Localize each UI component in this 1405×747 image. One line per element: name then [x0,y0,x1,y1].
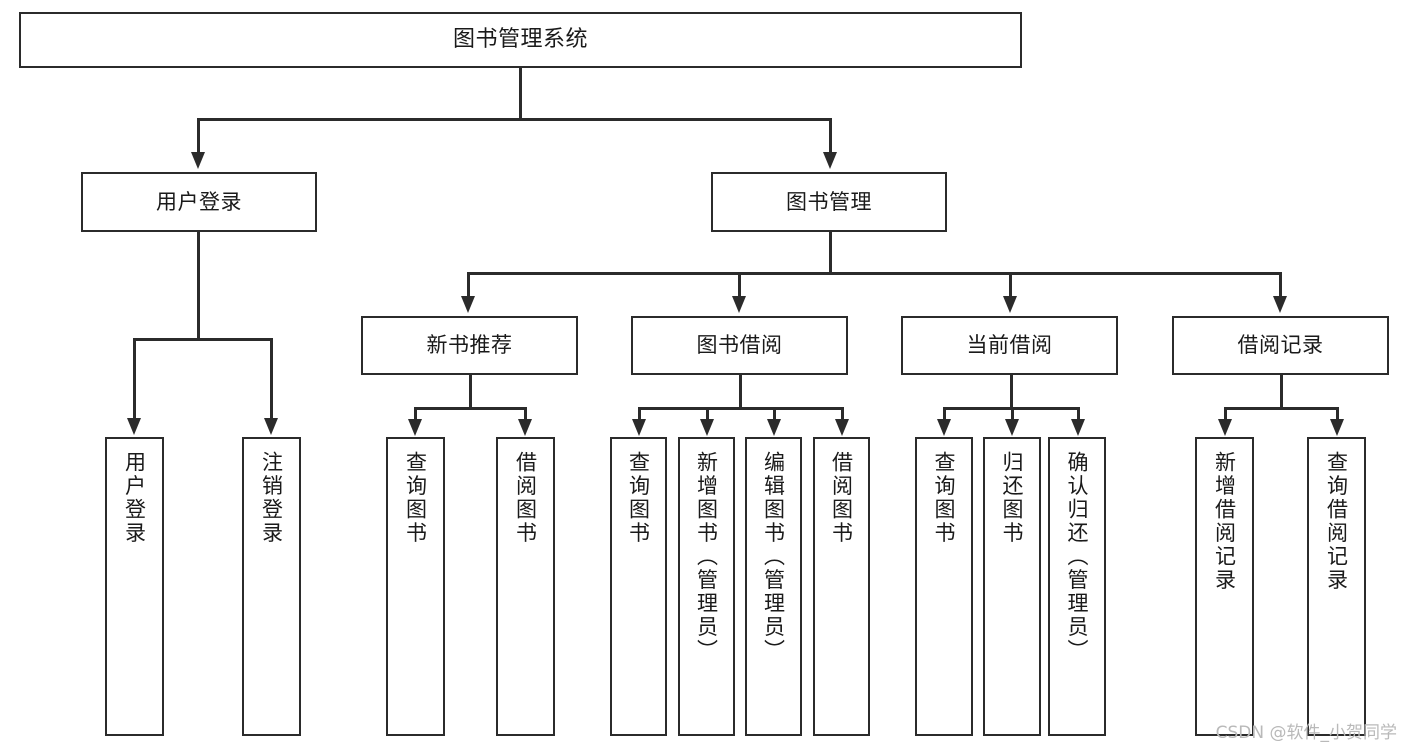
connector-drop-cb-leaf-3 [1077,407,1080,421]
connector-drop-book-manage [829,118,832,154]
node-new-book-rec[interactable]: 新书推荐 [361,316,578,375]
connector-current-borrow-stem [1010,375,1013,409]
node-label: 借阅记录 [1237,333,1324,358]
connector-drop-nbr-leaf-1 [414,407,417,421]
leaf-current-borrow-confirm[interactable]: 确认归还（管理员） [1048,437,1106,736]
node-label: 用户登录 [156,189,242,214]
arrowhead-user-login [190,152,205,169]
connector-drop-nbr-leaf-2 [524,407,527,421]
leaf-book-borrow-edit[interactable]: 编辑图书（管理员） [745,437,802,736]
connector-drop-bb-leaf-3 [773,407,776,421]
arrowhead-cb-leaf-2 [1004,419,1019,436]
arrowhead-book-borrow [731,296,746,313]
csdn-watermark: CSDN @软件_小贺同学 [1215,723,1397,743]
connector-drop-leaf-login [133,338,136,420]
connector-book-borrow-stem [739,375,742,409]
node-root-system[interactable]: 图书管理系统 [19,12,1022,68]
node-label: 确认归还（管理员） [1065,451,1090,663]
connector-borrow-record-stem [1280,375,1283,409]
connector-drop-bb-leaf-1 [638,407,641,421]
connector-drop-current-borrow [1009,272,1012,298]
leaf-book-borrow-add[interactable]: 新增图书（管理员） [678,437,735,736]
connector-drop-leaf-logout [270,338,273,420]
node-label: 新增图书（管理员） [694,451,719,663]
leaf-borrow-record-add[interactable]: 新增借阅记录 [1195,437,1254,736]
arrowhead-nbr-leaf-1 [407,419,422,436]
leaf-new-book-rec-query[interactable]: 查询图书 [386,437,445,736]
connector-user-login-bus [133,338,270,341]
leaf-current-borrow-return[interactable]: 归还图书 [983,437,1041,736]
arrowhead-cb-leaf-3 [1070,419,1085,436]
leaf-user-login-logout[interactable]: 注销登录 [242,437,301,736]
node-label: 图书管理系统 [452,26,588,52]
connector-drop-br-leaf-1 [1224,407,1227,421]
node-label: 新书推荐 [426,333,513,358]
connector-drop-new-book-rec [467,272,470,298]
leaf-borrow-record-query[interactable]: 查询借阅记录 [1307,437,1366,736]
node-label: 借阅图书 [513,451,538,545]
node-label: 图书借阅 [696,333,783,358]
connector-drop-user-login [197,118,200,154]
node-borrow-record[interactable]: 借阅记录 [1172,316,1389,375]
arrowhead-nbr-leaf-2 [517,419,532,436]
connector-drop-borrow-record [1279,272,1282,298]
connector-book-borrow-bus [638,407,844,410]
leaf-book-borrow-query[interactable]: 查询图书 [610,437,667,736]
arrowhead-current-borrow [1002,296,1017,313]
arrowhead-book-manage [822,152,837,169]
leaf-current-borrow-query[interactable]: 查询图书 [915,437,973,736]
node-book-manage[interactable]: 图书管理 [711,172,947,232]
connector-book-manage-stem [829,232,832,274]
arrowhead-borrow-record [1272,296,1287,313]
connector-drop-bb-leaf-4 [841,407,844,421]
connector-drop-cb-leaf-2 [1011,407,1014,421]
leaf-new-book-rec-borrow[interactable]: 借阅图书 [496,437,555,736]
connector-drop-cb-leaf-1 [943,407,946,421]
arrowhead-br-leaf-1 [1217,419,1232,436]
node-label: 注销登录 [259,451,284,545]
arrowhead-leaf-login [126,418,141,435]
node-book-borrow[interactable]: 图书借阅 [631,316,848,375]
connector-drop-book-borrow [738,272,741,298]
node-label: 查询图书 [932,451,957,545]
arrowhead-br-leaf-2 [1329,419,1344,436]
leaf-book-borrow-borrow[interactable]: 借阅图书 [813,437,870,736]
node-label: 借阅图书 [829,451,854,545]
arrowhead-bb-leaf-1 [631,419,646,436]
connector-root-bus [197,118,831,121]
connector-borrow-record-bus [1224,407,1338,410]
arrowhead-bb-leaf-2 [699,419,714,436]
arrowhead-bb-leaf-4 [834,419,849,436]
connector-new-book-rec-stem [469,375,472,409]
connector-user-login-stem [197,232,200,340]
connector-new-book-rec-bus [414,407,526,410]
node-current-borrow[interactable]: 当前借阅 [901,316,1118,375]
node-label: 查询图书 [403,451,428,545]
arrowhead-new-book-rec [460,296,475,313]
node-label: 新增借阅记录 [1212,451,1237,592]
arrowhead-bb-leaf-3 [766,419,781,436]
connector-root-stem [519,68,522,120]
node-label: 图书管理 [786,189,872,214]
node-label: 查询借阅记录 [1324,451,1349,592]
node-label: 用户登录 [122,451,147,545]
node-label: 当前借阅 [966,333,1053,358]
arrowhead-leaf-logout [263,418,278,435]
node-label: 编辑图书（管理员） [761,451,786,663]
connector-drop-bb-leaf-2 [706,407,709,421]
node-label: 归还图书 [1000,451,1025,545]
arrowhead-cb-leaf-1 [936,419,951,436]
connector-drop-br-leaf-2 [1336,407,1339,421]
node-user-login[interactable]: 用户登录 [81,172,317,232]
connector-book-manage-bus [467,272,1281,275]
leaf-user-login-login[interactable]: 用户登录 [105,437,164,736]
node-label: 查询图书 [626,451,651,545]
